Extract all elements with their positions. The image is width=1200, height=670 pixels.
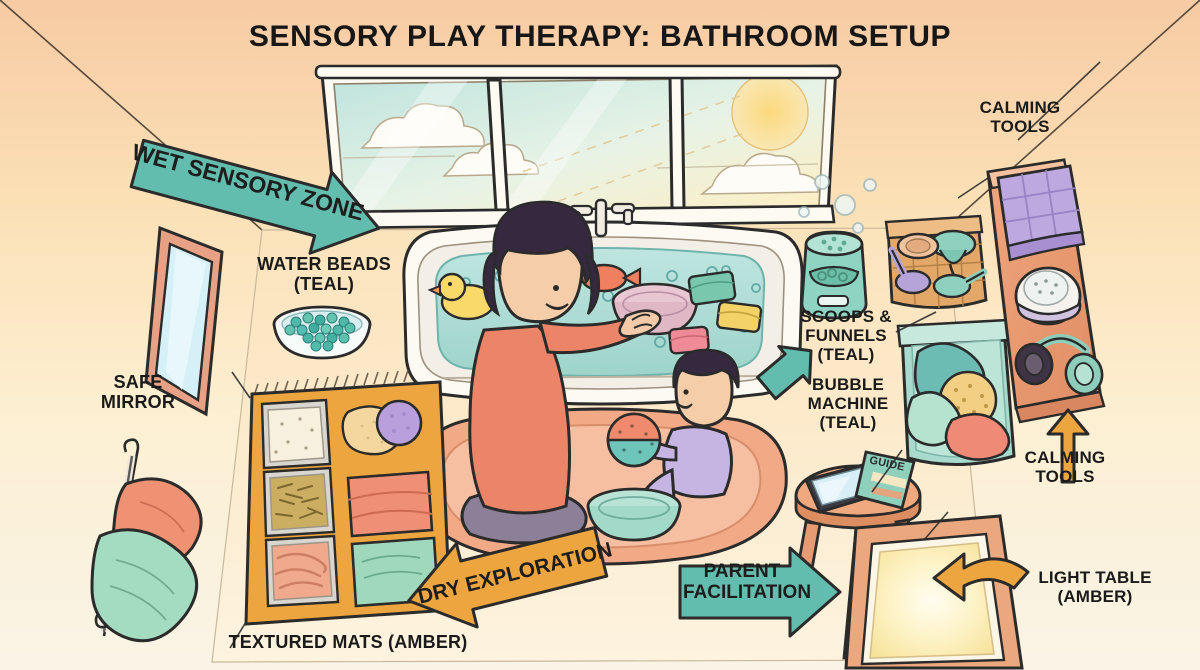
sponge-toys xyxy=(668,270,763,355)
headphones xyxy=(1014,334,1104,396)
storage-bin xyxy=(896,318,1016,467)
scoop-mint xyxy=(932,268,988,299)
light-table xyxy=(844,514,1024,670)
guide-book xyxy=(854,450,916,510)
weighted-blanket xyxy=(996,164,1086,262)
scoop-lavender xyxy=(888,246,932,295)
sensory-ball-toy xyxy=(606,412,662,468)
sensory-bin-noodles xyxy=(264,534,340,608)
scoop-peach xyxy=(896,232,940,260)
coral-cloth-swatch xyxy=(346,470,434,538)
purple-pom-swatch xyxy=(375,399,423,447)
teal-basin xyxy=(586,487,682,542)
arrow-bubble-machine xyxy=(756,344,813,401)
arrow-parent-facilitation xyxy=(678,546,842,638)
child-figure xyxy=(586,348,740,542)
water-beads xyxy=(284,312,356,352)
arrow-dry-exploration xyxy=(407,526,609,629)
textured-mats-tray xyxy=(244,369,452,626)
safe-mirror xyxy=(144,225,224,417)
leader-lines xyxy=(229,61,1101,649)
scoops-funnels-basket xyxy=(884,214,988,309)
parent-figure xyxy=(460,200,662,545)
white-noise-machine xyxy=(1014,266,1082,326)
arrow-calming-tools-up xyxy=(1046,408,1090,484)
sunlight-rays xyxy=(521,95,743,211)
bubble-machine xyxy=(800,230,868,320)
sensory-bin-rice xyxy=(260,398,332,470)
coral-cloth-item xyxy=(944,412,1011,461)
bubbles xyxy=(798,174,877,234)
arrow-light-table xyxy=(932,552,1030,602)
window xyxy=(314,64,842,230)
mint-cloth-swatch xyxy=(350,536,440,608)
arrow-wet-sensory-zone xyxy=(129,138,381,255)
rubber-duck-toy xyxy=(427,272,496,321)
bathtub xyxy=(402,198,804,406)
water-beads-bowl xyxy=(272,305,372,360)
sun-icon xyxy=(731,73,809,151)
page-title: SENSORY PLAY THERAPY: BATHROOM SETUP xyxy=(248,20,952,53)
calming-tools-shelf xyxy=(986,158,1106,424)
sensory-bin-pasta xyxy=(262,466,336,538)
towel-rack xyxy=(90,438,203,643)
